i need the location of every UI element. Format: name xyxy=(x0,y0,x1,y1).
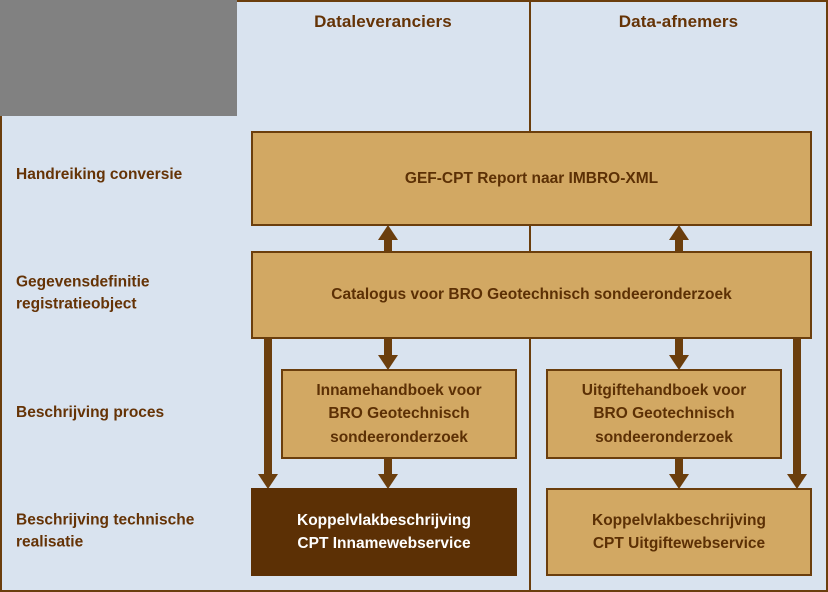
arrowhead-down-icon xyxy=(669,355,689,370)
arrow-shaft xyxy=(264,337,272,476)
node-label: Koppelvlakbeschrijving CPT Uitgiftewebse… xyxy=(592,511,766,552)
arrowhead-down-icon xyxy=(378,474,398,489)
connector-catalogus-to-uitgiftehandboek xyxy=(669,337,689,370)
connector-innamehandboek-to-koppelvlak-inname xyxy=(378,457,398,489)
column-header-dataleveranciers: Dataleveranciers xyxy=(314,12,452,31)
node-label: Innamehandboek voor BRO Geotechnisch son… xyxy=(316,382,482,446)
node-innamehandboek[interactable]: Innamehandboek voor BRO Geotechnisch son… xyxy=(281,369,517,459)
grid-cell-header-data-afnemers: Data-afnemers xyxy=(531,0,828,118)
connector-catalogus-to-koppelvlak-uitgifte xyxy=(787,337,807,489)
connector-catalogus-to-koppelvlak-inname xyxy=(258,337,278,489)
arrow-shaft xyxy=(675,238,683,255)
arrowhead-down-icon xyxy=(258,474,278,489)
node-koppelvlak-uitgifte[interactable]: Koppelvlakbeschrijving CPT Uitgiftewebse… xyxy=(546,488,812,576)
grid-cell-corner-blank xyxy=(0,0,239,118)
arrow-shaft xyxy=(384,337,392,357)
node-label: Uitgiftehandboek voor BRO Geotechnisch s… xyxy=(581,382,747,446)
node-label: GEF-CPT Report naar IMBRO-XML xyxy=(404,169,659,187)
arrow-shaft xyxy=(384,457,392,476)
connector-catalogus-to-innamehandboek xyxy=(378,337,398,370)
arrowhead-up-icon xyxy=(378,225,398,240)
arrowhead-down-icon xyxy=(669,474,689,489)
node-koppelvlak-inname[interactable]: Koppelvlakbeschrijving CPT Innamewebserv… xyxy=(251,488,517,576)
row-label-handreiking: Handreiking conversie xyxy=(16,165,183,183)
row-label-realisatie: Beschrijving technische realisatie xyxy=(16,511,195,551)
node-uitgiftehandboek[interactable]: Uitgiftehandboek voor BRO Geotechnisch s… xyxy=(546,369,782,459)
arrowhead-up-icon xyxy=(669,225,689,240)
arrow-shaft xyxy=(384,238,392,255)
connector-catalogus-to-gef-left xyxy=(378,225,398,255)
grid-cell-label-handreiking: Handreiking conversie xyxy=(0,116,239,236)
grid-cell-header-dataleveranciers: Dataleveranciers xyxy=(237,0,531,118)
arrow-shaft xyxy=(675,457,683,476)
arrow-shaft xyxy=(793,337,801,476)
row-label-proces: Beschrijving proces xyxy=(16,403,165,421)
arrow-shaft xyxy=(675,337,683,357)
arrowhead-down-icon xyxy=(378,355,398,370)
node-catalogus[interactable]: Catalogus voor BRO Geotechnisch sondeero… xyxy=(251,251,812,339)
row-label-gegevensdefinitie: Gegevensdefinitie registratieobject xyxy=(16,273,150,313)
node-gef-cpt-report[interactable]: GEF-CPT Report naar IMBRO-XML xyxy=(251,131,812,226)
connector-catalogus-to-gef-right xyxy=(669,225,689,255)
node-label: Catalogus voor BRO Geotechnisch sondeero… xyxy=(331,286,732,304)
column-header-data-afnemers: Data-afnemers xyxy=(618,12,739,31)
arrowhead-down-icon xyxy=(787,474,807,489)
grid-cell-label-proces: Beschrijving proces xyxy=(0,353,239,475)
grid-cell-label-gegevensdefinitie: Gegevensdefinitie registratieobject xyxy=(0,234,239,355)
connector-uitgiftehandboek-to-koppelvlak-uitgifte xyxy=(669,457,689,489)
grid-cell-label-realisatie: Beschrijving technische realisatie xyxy=(0,473,239,592)
node-label: Koppelvlakbeschrijving CPT Innamewebserv… xyxy=(297,511,471,552)
